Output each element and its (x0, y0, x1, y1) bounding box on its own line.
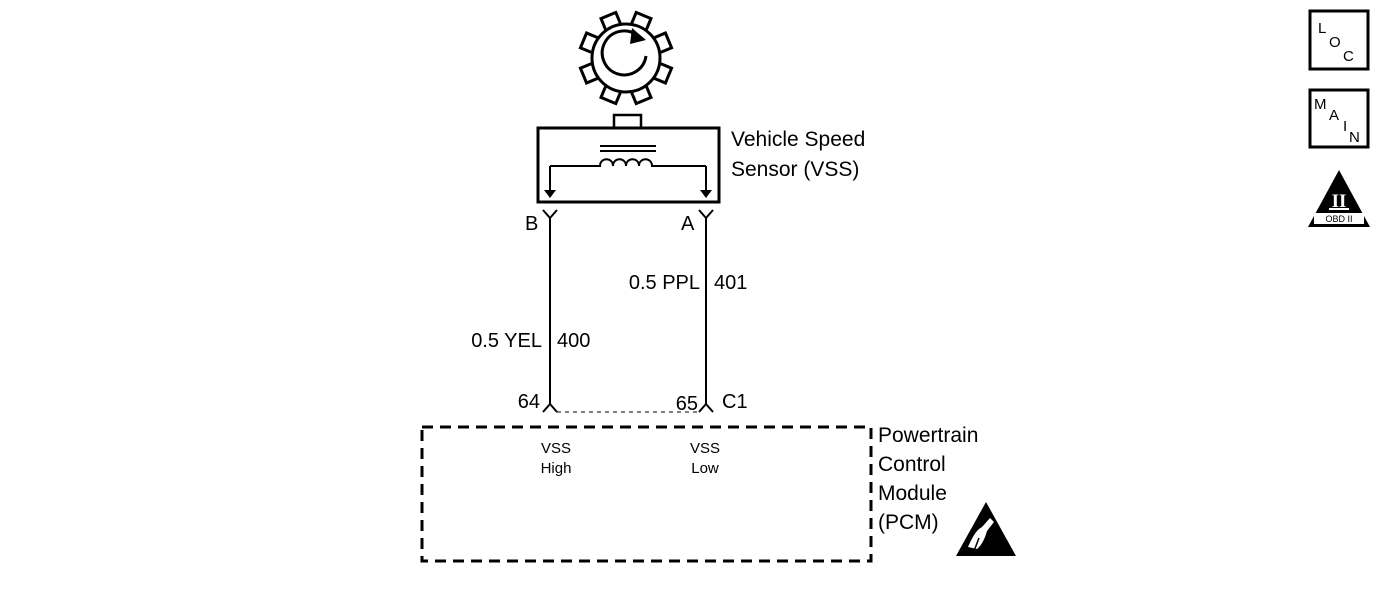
pcm-input-vss-low-line2: Low (691, 460, 719, 477)
pcm-name-line1: Powertrain (878, 424, 978, 447)
pcm-pin-65: 65 (676, 393, 698, 415)
pcm-module-box[interactable] (420, 425, 873, 563)
reluctor-wheel-icon (578, 10, 674, 106)
pickup-coil-icon (549, 145, 707, 194)
pcm-name-line3: Module (878, 482, 947, 505)
wire-401-circuit: 401 (714, 272, 747, 294)
loc-letter-2: O (1329, 34, 1341, 51)
obd-symbol: II (1332, 191, 1347, 212)
wire-401-gauge-color: 0.5 PPL (629, 272, 700, 294)
pcm-input-vss-high-line1: VSS (541, 440, 571, 457)
main-letter-1: M (1314, 96, 1327, 113)
main-letter-4: N (1349, 129, 1360, 146)
pcm-input-vss-low-line1: VSS (690, 440, 720, 457)
sensor-terminal-b: B (525, 213, 538, 235)
wire-400-gauge-color: 0.5 YEL (471, 330, 542, 352)
obd-ii-label: OBD II (1325, 214, 1352, 224)
obd-ii-button[interactable]: II OBD II (1308, 170, 1370, 227)
main-letter-3: I (1343, 118, 1347, 135)
pcm-pin-64: 64 (518, 391, 540, 413)
pcm-name-line2: Control (878, 453, 946, 476)
sensor-name-line2: Sensor (VSS) (731, 158, 859, 181)
loc-letter-1: L (1318, 20, 1326, 37)
main-letter-2: A (1329, 107, 1339, 124)
sensor-terminal-a: A (681, 213, 695, 235)
loc-letter-3: C (1343, 48, 1354, 65)
obd-ii-warning-icon (1308, 170, 1370, 227)
sensor-name-line1: Vehicle Speed (731, 128, 865, 151)
main-button[interactable]: M A I N (1308, 88, 1370, 149)
wire-400-circuit: 400 (557, 330, 590, 352)
esd-sensitive-icon (956, 502, 1016, 556)
pcm-name-line4: (PCM) (878, 511, 939, 534)
pcm-input-vss-high-line2: High (541, 460, 572, 477)
loc-button[interactable]: L O C (1308, 9, 1370, 71)
connector-c1-label: C1 (722, 391, 748, 413)
